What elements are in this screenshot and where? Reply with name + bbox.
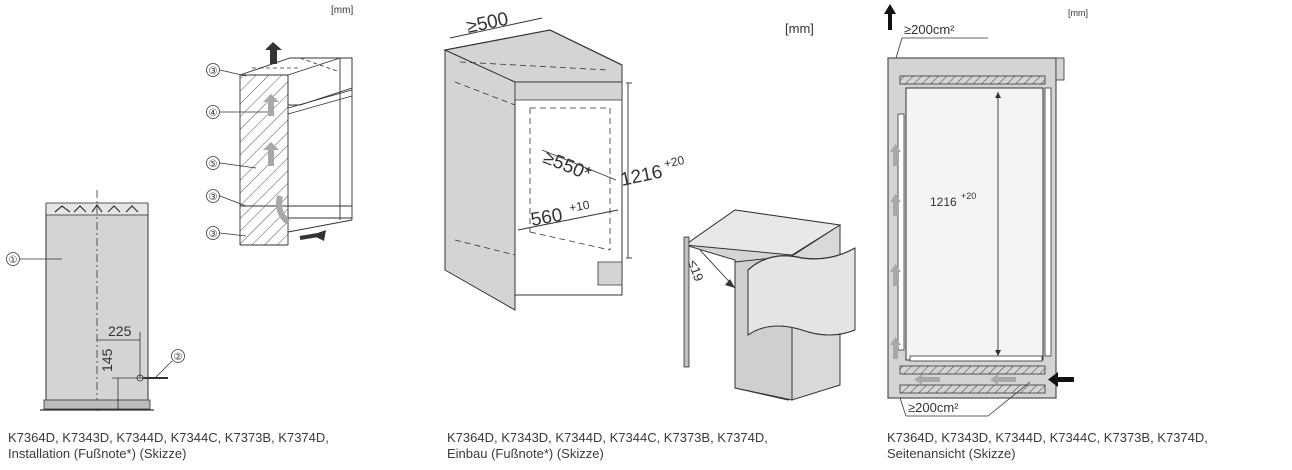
dim-gap-label: ≤19 bbox=[685, 258, 706, 283]
unit-label-1: [mm] bbox=[331, 5, 353, 16]
callout-3-top: ③ bbox=[209, 66, 218, 77]
niche-isometric bbox=[239, 42, 353, 246]
side-view-diagram: ≥200cm² ≥200cm² 1216 +20 [mm] bbox=[884, 4, 1088, 417]
caption-einbau: K7364D, K7343D, K7344D, K7344C, K7373B, … bbox=[447, 430, 768, 461]
unit-label-2: [mm] bbox=[785, 21, 814, 36]
callout-4: ④ bbox=[209, 108, 218, 119]
vent-bottom-label: ≥200cm² bbox=[908, 400, 959, 415]
vent-top-label: ≥200cm² bbox=[904, 22, 955, 37]
callout-2: ② bbox=[174, 352, 183, 363]
dim-width-label: ≥500 bbox=[465, 9, 511, 38]
unit-label-3: [mm] bbox=[1068, 8, 1088, 18]
caption-seitenansicht: K7364D, K7343D, K7344D, K7344C, K7373B, … bbox=[887, 430, 1208, 461]
dim-height-tol: +20 bbox=[663, 153, 686, 171]
airflow-arrows bbox=[890, 144, 1016, 385]
panel-einbau: ≥500 ≥550* 560 +10 1216 +20 [mm] ≤19 bbox=[430, 0, 870, 470]
callout-5: ⑤ bbox=[209, 159, 218, 170]
callout-3-middle: ③ bbox=[209, 192, 218, 203]
side-height-tol: +20 bbox=[961, 191, 976, 201]
panel-seitenansicht: ≥200cm² ≥200cm² 1216 +20 [mm] K7364D, K7… bbox=[870, 0, 1292, 470]
installation-diagram: 225 145 ① ② bbox=[6, 5, 353, 412]
dim-145-label: 145 bbox=[99, 348, 115, 372]
panel-installation: 225 145 ① ② bbox=[0, 0, 430, 470]
niche-cabinet bbox=[443, 29, 623, 311]
dim-inner-tol: +10 bbox=[568, 198, 591, 215]
appliance-body bbox=[905, 87, 1044, 361]
einbau-diagram: ≥500 ≥550* 560 +10 1216 +20 [mm] ≤19 bbox=[443, 9, 856, 401]
callout-3-bottom: ③ bbox=[209, 229, 218, 240]
dim-height-label: 1216 bbox=[619, 162, 665, 191]
side-height-label: 1216 bbox=[930, 195, 957, 209]
dim-225-label: 225 bbox=[108, 323, 132, 339]
caption-installation: K7364D, K7343D, K7344D, K7344C, K7373B, … bbox=[8, 430, 329, 461]
callout-1: ① bbox=[9, 255, 18, 266]
appliance-with-door bbox=[683, 209, 856, 401]
